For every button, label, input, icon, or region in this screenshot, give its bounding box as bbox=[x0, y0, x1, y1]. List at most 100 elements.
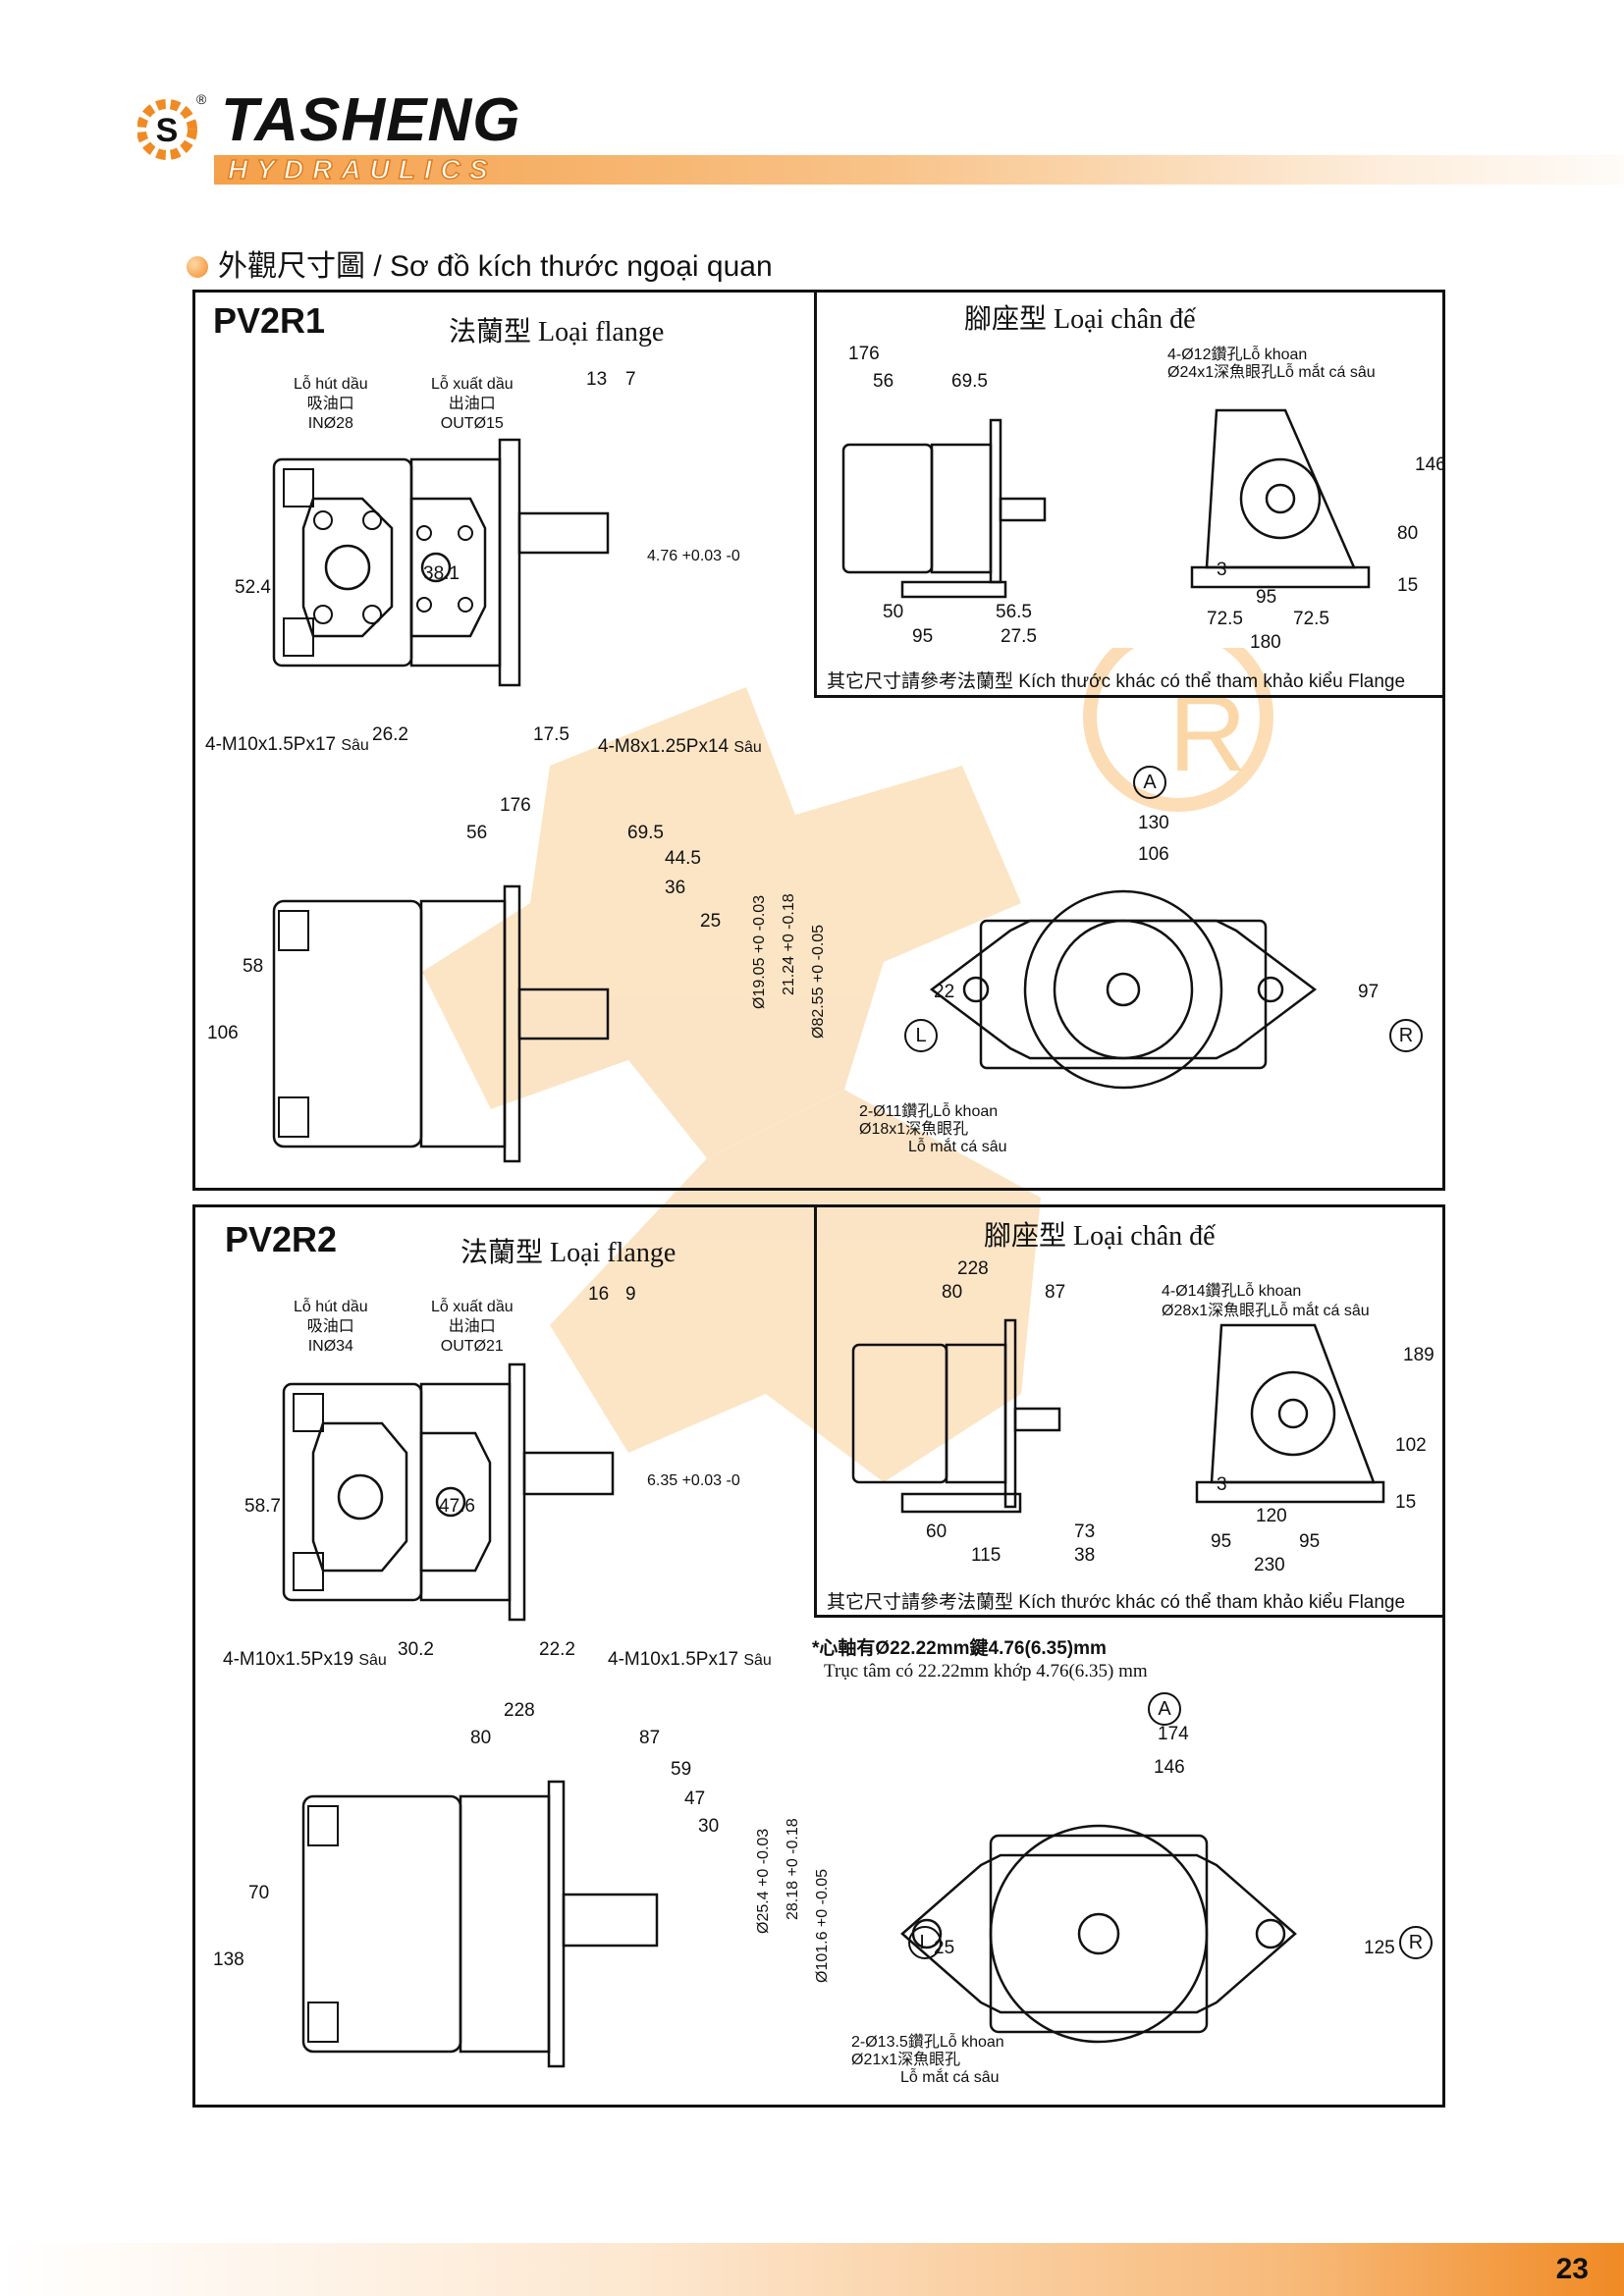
side2-dim-shaft: Ø25.4 +0 -0.03 bbox=[755, 1828, 772, 1934]
thread-out-sau: Sâu bbox=[733, 739, 762, 756]
outlet-vn: Lỗ xuất dầu bbox=[431, 376, 514, 393]
flange-type-label-2: 法蘭型 Loại flange bbox=[460, 1238, 677, 1268]
end-spot: Ø18x1深魚眼孔 bbox=[859, 1121, 969, 1138]
thread-in: 4-M10x1.5Px17 bbox=[205, 734, 337, 755]
thread-out-label-2: 4-M10x1.5Px17 Sâu bbox=[608, 1649, 772, 1671]
foot2-dim-87: 87 bbox=[1045, 1282, 1066, 1303]
inlet-vn: Lỗ hút dầu bbox=[294, 376, 368, 393]
pv2r1-side-drawing bbox=[272, 884, 610, 1163]
foot2-dim-15: 15 bbox=[1395, 1492, 1417, 1513]
foot-dim-72-5a: 72.5 bbox=[1207, 609, 1243, 629]
foot-dim-180: 180 bbox=[1250, 632, 1281, 653]
pv2r2-flange-front-drawing bbox=[282, 1362, 615, 1622]
inlet-cn-2: 吸油口 bbox=[306, 1318, 354, 1335]
panel-pv2r2: PV2R2 法蘭型 Loại flange 腳座型 Loại chân đế 其… bbox=[192, 1204, 1445, 2108]
marker-l: L bbox=[904, 1019, 938, 1052]
thread-out-sau-2: Sâu bbox=[743, 1652, 772, 1669]
end2-spot-vn: Lỗ mắt cá sâu bbox=[900, 2069, 1000, 2086]
brand-subtitle: HYDRAULICS bbox=[227, 154, 497, 186]
side2-dim-key: 28.18 +0 -0.18 bbox=[785, 1818, 801, 1920]
brand-name: TASHENG bbox=[221, 86, 521, 154]
side-dim-44-5: 44.5 bbox=[665, 848, 701, 869]
side2-dim-59: 59 bbox=[671, 1759, 692, 1780]
end2-holes-label: 2-Ø13.5鑽孔Lỗ khoan Ø21x1深魚眼孔 Lỗ mắt cá sâ… bbox=[851, 2034, 1004, 2087]
foot-mount-subpanel: 腳座型 Loại chân đế 其它尺寸請參考法蘭型 Kích thước k… bbox=[814, 290, 1445, 698]
shaft-note-vn: Trục tâm có 22.22mm khớp 4.76(6.35) mm bbox=[824, 1661, 1148, 1682]
foot-dim-56: 56 bbox=[873, 371, 894, 392]
foot2-dim-80: 80 bbox=[942, 1282, 963, 1303]
model-title: PV2R1 bbox=[213, 300, 326, 341]
bullet-icon bbox=[187, 256, 208, 278]
marker-r: R bbox=[1389, 1019, 1423, 1052]
foot-dim-95: 95 bbox=[912, 626, 934, 647]
svg-text:R: R bbox=[1168, 673, 1246, 794]
foot2-dim-115: 115 bbox=[971, 1545, 1001, 1566]
panel-pv2r1: PV2R1 法蘭型 Loại flange 腳座型 Loại chân đế 其… bbox=[192, 290, 1446, 1191]
foot-dim-146: 146 bbox=[1415, 454, 1446, 475]
foot-note: 其它尺寸請參考法蘭型 Kích thước khác có thể tham k… bbox=[827, 671, 1406, 692]
pv2r1-foot-drawing bbox=[841, 408, 1371, 599]
foot-dim-50: 50 bbox=[883, 602, 904, 622]
inlet-size: INØ28 bbox=[307, 415, 353, 432]
foot2-dim-230: 230 bbox=[1254, 1555, 1285, 1575]
outlet-size: OUTØ15 bbox=[440, 415, 504, 432]
side2-dim-pilot: Ø101.6 +0 -0.05 bbox=[814, 1868, 831, 1983]
side-dim-58: 58 bbox=[243, 956, 264, 977]
foot2-dim-95a: 95 bbox=[1211, 1531, 1232, 1552]
foot-type-label: 腳座型 Loại chân đế bbox=[964, 304, 1196, 335]
side-dim-pilot: Ø82.55 +0 -0.05 bbox=[810, 924, 827, 1039]
inlet-label-2: Lỗ hút dầu 吸油口 INØ34 bbox=[294, 1298, 368, 1357]
foot-dim-3: 3 bbox=[1217, 560, 1227, 580]
dim-38-1: 38.1 bbox=[423, 563, 460, 584]
side2-dim-70: 70 bbox=[248, 1883, 270, 1903]
end2-dim-125: 125 bbox=[1364, 1938, 1395, 1958]
foot2-spot: Ø28x1深魚眼孔 bbox=[1162, 1303, 1272, 1319]
footer-bar: 23 bbox=[0, 2243, 1624, 2296]
end2-drill-vn: Lỗ khoan bbox=[939, 2034, 1004, 2051]
side-dim-56: 56 bbox=[466, 823, 488, 843]
inlet-size-2: INØ34 bbox=[307, 1338, 353, 1355]
end2-dim-146: 146 bbox=[1154, 1757, 1185, 1778]
thread-out-label: 4-M8x1.25Px14 Sâu bbox=[598, 736, 762, 758]
foot-dim-176: 176 bbox=[848, 344, 880, 364]
dim-13: 13 bbox=[586, 369, 608, 390]
section-title: 外觀尺寸圖 / Sơ đồ kích thước ngoại quan bbox=[187, 241, 773, 285]
foot2-dim-73: 73 bbox=[1074, 1522, 1096, 1542]
model-title-2: PV2R2 bbox=[225, 1219, 338, 1259]
end-spot-vn: Lỗ mắt cá sâu bbox=[908, 1139, 1007, 1155]
side-dim-25: 25 bbox=[700, 911, 722, 932]
outlet-cn-2: 出油口 bbox=[448, 1318, 496, 1335]
foot-type-label-2: 腳座型 Loại chân đế bbox=[984, 1221, 1216, 1252]
thread-out: 4-M8x1.25Px14 bbox=[598, 736, 730, 757]
end-dim-97: 97 bbox=[1358, 982, 1380, 1002]
side-dim-shaft: Ø19.05 +0 -0.03 bbox=[751, 894, 768, 1009]
foot2-dim-189: 189 bbox=[1403, 1345, 1435, 1365]
thread-in-2: 4-M10x1.5Px19 bbox=[223, 1649, 354, 1670]
dim-22-2: 22.2 bbox=[539, 1639, 575, 1660]
foot2-dim-102: 102 bbox=[1395, 1435, 1427, 1456]
outlet-label: Lỗ xuất dầu 出油口 OUTØ15 bbox=[431, 375, 514, 434]
page-number: 23 bbox=[1555, 2253, 1589, 2285]
side-dim-176: 176 bbox=[500, 795, 531, 816]
side-dim-key: 21.24 +0 -0.18 bbox=[781, 893, 797, 995]
dim-9: 9 bbox=[625, 1284, 636, 1305]
foot2-dim-60: 60 bbox=[926, 1522, 947, 1542]
foot-dim-27-5: 27.5 bbox=[1001, 626, 1037, 647]
foot2-dim-95b: 95 bbox=[1299, 1531, 1321, 1552]
foot-dim-15: 15 bbox=[1397, 575, 1419, 596]
thread-in-label: 4-M10x1.5Px17 Sâu bbox=[205, 734, 369, 756]
dim-4-76: 4.76 +0.03 -0 bbox=[647, 548, 740, 564]
side2-dim-47: 47 bbox=[684, 1789, 706, 1809]
dim-17-5: 17.5 bbox=[533, 724, 569, 745]
foot2-dim-228: 228 bbox=[957, 1258, 989, 1279]
svg-text:®: ® bbox=[196, 91, 206, 107]
end-dim-130: 130 bbox=[1138, 813, 1169, 833]
foot-spot: Ø24x1深魚眼孔 bbox=[1167, 364, 1277, 381]
dim-6-35: 6.35 +0.03 -0 bbox=[647, 1472, 740, 1489]
dim-16: 16 bbox=[588, 1284, 610, 1305]
foot2-dim-120: 120 bbox=[1256, 1506, 1287, 1526]
foot-dim-95b: 95 bbox=[1256, 587, 1277, 608]
outlet-cn: 出油口 bbox=[448, 396, 496, 412]
side2-dim-138: 138 bbox=[213, 1949, 244, 1970]
end-dim-106: 106 bbox=[1138, 844, 1169, 865]
